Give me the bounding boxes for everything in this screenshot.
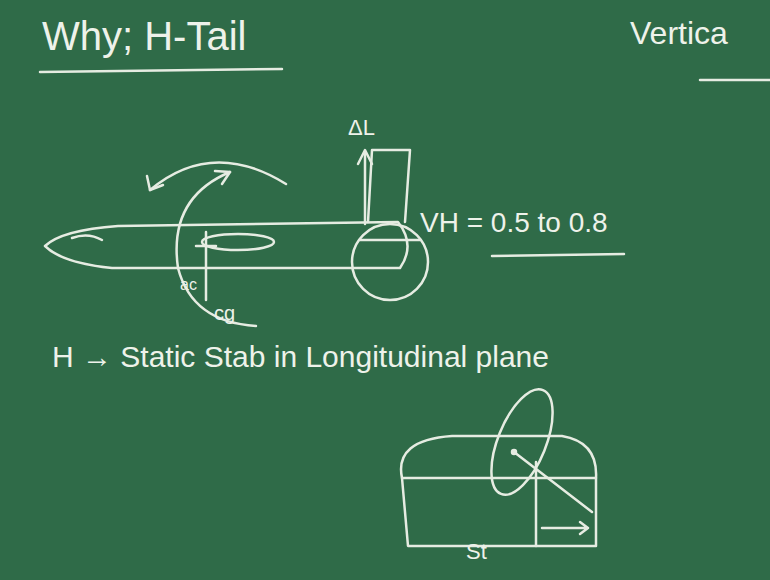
pivot-dot [512,450,516,454]
pitch-arc [150,162,286,190]
tail-circle [352,224,428,300]
pitch-arc [177,172,256,326]
volume-coefficient: VH = 0.5 to 0.8 [420,208,608,239]
cg-line [205,232,208,300]
point-label: ac [180,276,197,294]
hinge-line [535,462,538,546]
board-title: Why; H-Tail [42,14,246,58]
ac-mark [196,245,216,248]
rudder-line [514,452,592,512]
deflection-arrow [542,522,588,534]
rudder-arc [479,381,565,503]
note-text: H → Static Stab in Longitudinal plane [52,340,549,373]
horizontal-tail [360,239,420,242]
vertical-tail [368,150,410,222]
heading-text: Vertica [630,16,728,51]
point-label: cg [214,302,235,324]
lift-arrow [364,152,367,224]
area-label: St [466,540,487,564]
wing [202,234,274,250]
value-underline [492,254,624,256]
title-underline [40,69,282,72]
force-label: ΔL [348,116,375,140]
arrowhead [358,150,372,164]
arrowhead [215,171,230,184]
heading-underline [700,79,770,82]
fin-top [401,436,596,478]
fin-body [402,478,596,546]
arrowhead [147,176,163,190]
cockpit [72,235,102,240]
